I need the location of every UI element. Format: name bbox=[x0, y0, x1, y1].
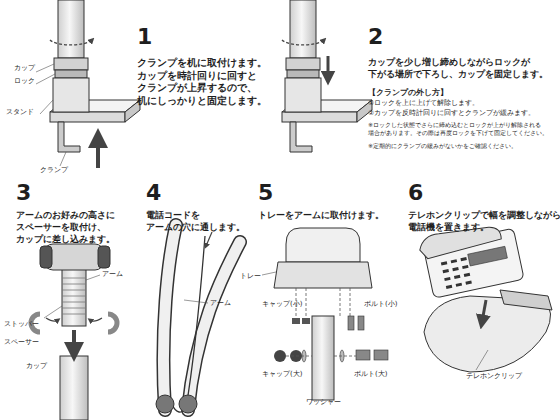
part-label: ボルト(小) bbox=[364, 300, 397, 309]
arm-joint bbox=[44, 244, 104, 270]
down-arrow bbox=[206, 232, 212, 246]
down-arrow bbox=[482, 300, 486, 322]
note-text: ※定期的にクランプの緩みがないかをご確認ください。 bbox=[368, 142, 517, 150]
part-label: クランプ bbox=[40, 166, 68, 175]
guide-lines bbox=[296, 288, 350, 318]
phone-cord bbox=[172, 236, 205, 412]
up-arrow bbox=[96, 138, 100, 168]
note-text: ※ロックした状態でさらに締め込むとロックが上がり解除される 場合があります。その… bbox=[368, 121, 556, 137]
leader-line bbox=[86, 275, 100, 280]
part-label: ワッシャー bbox=[306, 398, 341, 407]
instruction-text: クランプを机に取付けます。 カップを時計回りに回すと クランプが上昇するので、 … bbox=[137, 57, 269, 107]
arm-post bbox=[62, 268, 86, 326]
knob bbox=[156, 395, 174, 413]
part-label: キャップ(大) bbox=[262, 370, 302, 379]
arm bbox=[163, 225, 176, 410]
part-label: キャップ(小) bbox=[262, 300, 302, 309]
guide-lines bbox=[334, 356, 356, 357]
keypad bbox=[441, 259, 471, 288]
leader-line bbox=[262, 272, 276, 275]
stand-assembly bbox=[282, 0, 372, 152]
part-label: ストッパー bbox=[4, 320, 39, 329]
arm bbox=[188, 242, 240, 410]
rotate-arrow bbox=[50, 40, 92, 45]
arm-outline bbox=[188, 242, 240, 410]
knob bbox=[179, 395, 197, 413]
cup bbox=[60, 356, 88, 420]
leader-line bbox=[60, 152, 66, 166]
step-number: 2 bbox=[368, 26, 383, 48]
step-number: 3 bbox=[16, 182, 31, 204]
part-label: スペーサー bbox=[4, 338, 39, 347]
leader-line bbox=[476, 350, 488, 370]
stopper-ridges bbox=[62, 278, 86, 314]
insert-arrow bbox=[90, 318, 102, 321]
cap-large bbox=[274, 350, 286, 362]
note-heading: 【クランプの外し方】 bbox=[368, 88, 448, 98]
stand-assembly bbox=[50, 0, 140, 152]
tray-plate bbox=[274, 262, 372, 288]
bolt-large bbox=[374, 350, 388, 360]
leader-line bbox=[36, 64, 54, 72]
part-label: アーム bbox=[102, 270, 123, 279]
step-number: 4 bbox=[146, 182, 161, 204]
bolt-large bbox=[356, 350, 370, 360]
part-label: スタンド bbox=[6, 108, 34, 117]
part-label: ロック bbox=[14, 77, 35, 86]
insert-arrow bbox=[46, 318, 58, 321]
rotate-arrow bbox=[282, 40, 324, 45]
knob bbox=[40, 246, 52, 268]
instruction-text: アームのお好みの高さに スペーサーを取付け、 カップに差し込みます。 bbox=[16, 210, 122, 246]
down-arrow bbox=[327, 56, 330, 78]
part-label: カップ bbox=[14, 64, 35, 73]
instruction-text: テレホンクリップで幅を調整しながら 電話機を置きます。 bbox=[408, 210, 560, 234]
instruction-text: トレーをアームに取付けます。 bbox=[258, 210, 403, 222]
knob bbox=[98, 246, 110, 268]
step-number: 5 bbox=[258, 182, 273, 204]
down-arrow bbox=[72, 330, 76, 352]
part-label: ボルト(大) bbox=[354, 370, 387, 379]
arm-top bbox=[312, 316, 334, 400]
spacer bbox=[108, 314, 117, 332]
part-label: アーム bbox=[210, 299, 231, 308]
part-label: カップ bbox=[26, 362, 47, 371]
note-text: ①ロックを上に上げて解除します。 bbox=[368, 99, 479, 108]
display bbox=[468, 246, 508, 266]
bolt-small bbox=[348, 316, 354, 330]
leader-line bbox=[44, 306, 62, 318]
telephone-clip bbox=[500, 290, 552, 310]
note-text: ②カップを反時計回りに回すとクランプが緩みます。 bbox=[368, 109, 535, 118]
bolt-small bbox=[358, 316, 364, 330]
instruction-text: 電話コードを アームの穴に通します。 bbox=[146, 210, 250, 234]
leader-line bbox=[36, 74, 55, 84]
part-label: テレホンクリップ bbox=[466, 372, 522, 381]
arm-outline bbox=[163, 225, 176, 410]
instruction-text: カップを少し増し締めしながらロックが 下がる場所で下ろし、カップを固定します。 bbox=[368, 57, 554, 81]
leader-line bbox=[40, 100, 53, 114]
guide-lines bbox=[286, 356, 312, 357]
tray-back bbox=[286, 228, 360, 262]
step-number: 6 bbox=[408, 182, 423, 204]
cap-small bbox=[292, 318, 300, 324]
cap-small bbox=[302, 318, 310, 324]
step-number: 1 bbox=[137, 26, 152, 48]
part-label: トレー bbox=[240, 272, 261, 281]
leader-line bbox=[184, 300, 208, 303]
